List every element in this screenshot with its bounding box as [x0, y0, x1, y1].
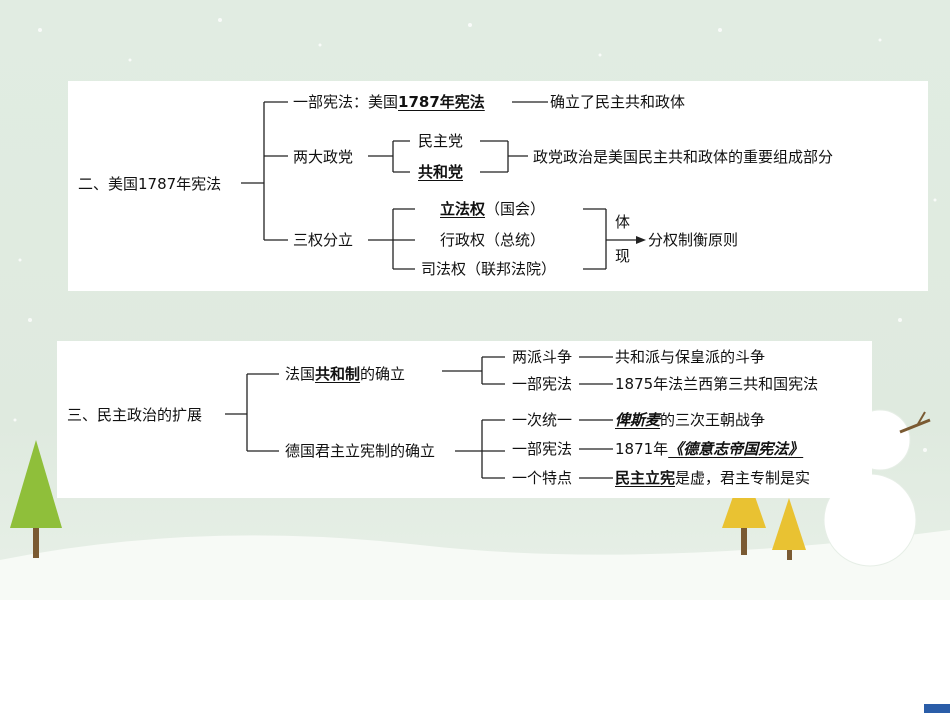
france-republic: 共和制 [315, 365, 361, 383]
germany-item-3-label: 一个特点 [512, 469, 573, 487]
section2-connectors [241, 101, 646, 270]
germany-item-1-value: 俾斯麦的三次王朝战争 [615, 411, 765, 429]
democratic-constitution: 民主立宪 [615, 469, 676, 487]
checks-balances: 分权制衡原则 [648, 231, 739, 249]
germany-item-2-label: 一部宪法 [512, 440, 573, 458]
branch-two-parties: 两大政党 [293, 148, 354, 166]
dynastic-wars: 的三次王朝战争 [660, 411, 766, 429]
france-item-1-value: 共和派与保皇派的斗争 [615, 348, 766, 366]
germany-item-3-value: 民主立宪是虚，君主专制是实 [615, 469, 810, 487]
section2-root: 二、美国1787年宪法 [78, 175, 222, 193]
party-republican: 共和党 [418, 163, 464, 181]
branch-germany: 德国君主立宪制的确立 [285, 442, 436, 460]
power-executive: 行政权（总统） [440, 231, 546, 249]
parties-result: 政党政治是美国民主共和政体的重要组成部分 [533, 148, 834, 166]
section2-panel: 二、美国1787年宪法 一部宪法：美国1787年宪法 确立了民主共和政体 两大政… [68, 81, 928, 291]
embody-char-2: 现 [615, 247, 631, 265]
autocracy-reality: 是虚，君主专制是实 [675, 469, 811, 487]
germany-item-2-value: 1871年《德意志帝国宪法》 [615, 440, 803, 458]
branch-france: 法国共和制的确立 [285, 365, 405, 383]
german-constitution: 《德意志帝国宪法》 [668, 440, 804, 458]
section3-root: 三、民主政治的扩展 [67, 406, 203, 424]
power-judicial: 司法权（联邦法院） [421, 260, 557, 278]
section3-panel: 三、民主政治的扩展 法国共和制的确立 两派斗争 共和派与保皇派的斗争 一部宪法 … [57, 341, 872, 498]
tree-yellow-2 [772, 498, 806, 560]
france-suffix: 的确立 [360, 365, 406, 383]
legislative-body: （国会） [485, 200, 546, 218]
embody-char-1: 体 [615, 213, 631, 231]
section3-connectors [225, 356, 613, 479]
branch-constitution: 一部宪法：美国1787年宪法 [293, 93, 485, 111]
legislative-label: 立法权 [440, 200, 486, 218]
france-item-2-value: 1875年法兰西第三共和国宪法 [615, 375, 819, 393]
constitution-result: 确立了民主共和政体 [550, 93, 686, 111]
tree-left [10, 440, 62, 558]
france-prefix: 法国 [285, 365, 316, 383]
corner-mark [924, 704, 950, 713]
power-legislative: 立法权（国会） [440, 200, 545, 218]
germany-year: 1871年 [615, 440, 669, 458]
bismarck: 俾斯麦 [615, 411, 661, 429]
france-item-2-label: 一部宪法 [512, 375, 573, 393]
party-democratic: 民主党 [418, 132, 464, 150]
constitution-1787: 1787年宪法 [398, 93, 485, 111]
branch-separation-of-powers: 三权分立 [293, 231, 354, 249]
snowflakes [13, 18, 937, 452]
france-item-1-label: 两派斗争 [512, 348, 573, 366]
germany-item-1-label: 一次统一 [512, 411, 573, 429]
constitution-prefix: 一部宪法：美国 [293, 93, 399, 111]
